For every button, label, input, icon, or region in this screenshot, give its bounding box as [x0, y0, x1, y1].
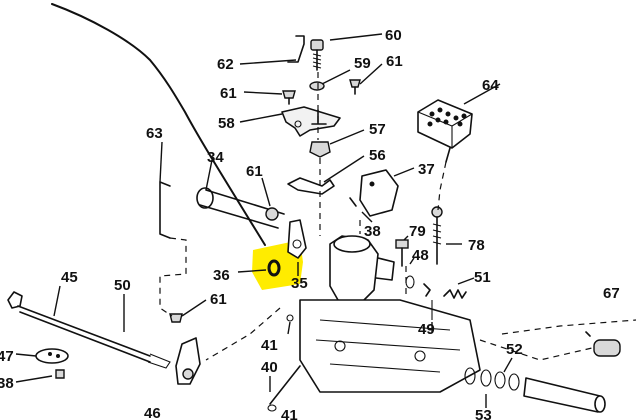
- part-60-screw: [310, 39, 324, 71]
- part-61-screw-a: [282, 90, 296, 105]
- part-57-nut: [309, 141, 331, 158]
- leader-lines: [15, 33, 513, 408]
- label-52: 52: [506, 341, 523, 358]
- part-79-screw: [395, 239, 409, 267]
- label-49: 49: [418, 321, 435, 338]
- part-59-washer: [309, 81, 325, 91]
- label-35: 35: [291, 275, 308, 292]
- label-78: 78: [468, 237, 485, 254]
- label-61: 61: [246, 163, 263, 180]
- label-61: 61: [386, 53, 403, 70]
- label-45: 45: [61, 269, 78, 286]
- label-40: 40: [261, 359, 278, 376]
- label-53: 53: [475, 407, 492, 420]
- part-41-pin-a: [286, 314, 294, 322]
- part-38b-screw: [55, 369, 65, 379]
- part-64-float: [417, 99, 473, 163]
- label-38: 38: [364, 223, 381, 240]
- part-labels: 60 62 59 61 61 64 58 57 63 34 56 61 37 3…: [0, 27, 620, 420]
- label-61: 61: [210, 291, 227, 308]
- label-62: 62: [217, 56, 234, 73]
- label-61: 61: [220, 85, 237, 102]
- part-78-screw: [431, 206, 443, 265]
- label-51: 51: [474, 269, 491, 286]
- label-64: 64: [482, 77, 499, 94]
- part-51-spring: [443, 289, 467, 299]
- part-41-pin-b: [267, 404, 277, 412]
- part-46-lever: [175, 337, 201, 385]
- part-47-disc: [35, 348, 69, 364]
- label-56: 56: [369, 147, 386, 164]
- label-36: 36: [213, 267, 230, 284]
- part-56-bracket: [287, 177, 335, 195]
- label-34: 34: [207, 149, 224, 166]
- part-45-rod: [7, 291, 171, 369]
- part-carburetor-body: [299, 235, 481, 393]
- label-59: 59: [354, 55, 371, 72]
- label-37: 37: [418, 161, 435, 178]
- label-41: 41: [261, 337, 278, 354]
- part-48-washers: [405, 275, 431, 297]
- part-62-link: [287, 35, 305, 63]
- part-67-tube: [585, 331, 621, 357]
- label-38: 38: [0, 375, 14, 392]
- label-60: 60: [385, 27, 402, 44]
- label-58: 58: [218, 115, 235, 132]
- label-50: 50: [114, 277, 131, 294]
- label-47: 47: [0, 348, 14, 365]
- dashed-assembly-lines: [159, 72, 636, 361]
- label-63: 63: [146, 125, 163, 142]
- part-63-rod: [159, 181, 171, 239]
- part-34-shaft: [196, 187, 285, 229]
- part-61-screw-b: [349, 79, 361, 95]
- hand-drawn-pointer-line: [51, 3, 266, 246]
- part-36-35-lever: [267, 219, 307, 277]
- part-52-53-shaft: [464, 367, 606, 413]
- part-37-gasket: [359, 169, 399, 217]
- part-38-screw: [349, 197, 357, 207]
- part-40-pin: [269, 365, 301, 405]
- part-58-bracket-plate: [281, 106, 341, 137]
- label-79: 79: [409, 223, 426, 240]
- label-57: 57: [369, 121, 386, 138]
- part-61-bolt: [169, 313, 183, 323]
- label-41: 41: [281, 407, 298, 420]
- label-46: 46: [144, 405, 161, 420]
- label-67: 67: [603, 285, 620, 302]
- label-48: 48: [412, 247, 429, 264]
